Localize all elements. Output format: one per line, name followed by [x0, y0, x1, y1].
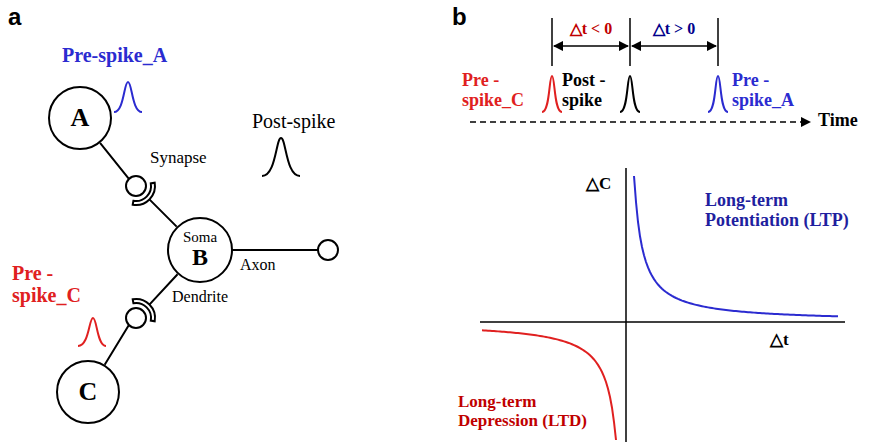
spike-waveform — [78, 318, 106, 346]
neuron-letter: C — [79, 378, 98, 405]
presynaptic-terminal — [126, 308, 146, 328]
spike-label: Pre -spike_A — [732, 70, 817, 110]
axon-terminal — [318, 240, 338, 260]
y-axis — [625, 168, 627, 442]
part-label: Synapse — [150, 148, 207, 167]
time-axis — [470, 121, 810, 123]
x-axis — [480, 321, 845, 323]
part-name: Soma — [183, 230, 217, 246]
spike-waveform — [542, 76, 562, 112]
axis-label: △t — [770, 330, 789, 349]
neuron-letter: A — [71, 104, 90, 131]
spike-waveform — [708, 76, 728, 112]
spike-label: Post-spike — [252, 110, 335, 132]
spike-label: Pre-spike_A — [62, 44, 167, 66]
interval-arrow — [632, 45, 716, 47]
timing-tick — [629, 18, 631, 66]
interval-label: △t > 0 — [653, 20, 695, 38]
axon-line — [232, 249, 318, 251]
spike-label: Pre -spike_C — [12, 262, 107, 307]
spike-label: Post -spike — [562, 70, 617, 110]
part-label: Axon — [240, 256, 276, 274]
spike-waveform — [620, 76, 640, 112]
spike-waveform — [114, 82, 142, 112]
neuron-connection — [105, 274, 178, 364]
spike-label: Pre -spike_C — [462, 70, 542, 110]
timing-tick — [551, 18, 553, 66]
interval-arrow — [554, 45, 628, 47]
soma-circle: SomaB — [167, 217, 233, 283]
axis-label: Time — [818, 110, 858, 130]
curve-label: Long-term Potentiation (LTP) — [705, 190, 870, 230]
curve-label: Long-term Depression (LTD) — [458, 392, 608, 430]
neuron-circle: C — [56, 360, 120, 424]
interval-label: △t < 0 — [570, 20, 612, 38]
axis-label: △C — [586, 174, 611, 193]
timing-tick — [717, 18, 719, 66]
spike-waveform — [262, 138, 300, 176]
presynaptic-terminal — [126, 176, 146, 196]
part-label: Dendrite — [172, 288, 228, 306]
panel-letter: a — [8, 4, 21, 31]
neuron-circle: A — [48, 86, 112, 150]
neuron-letter: B — [192, 245, 208, 270]
panel-letter: b — [452, 4, 467, 31]
